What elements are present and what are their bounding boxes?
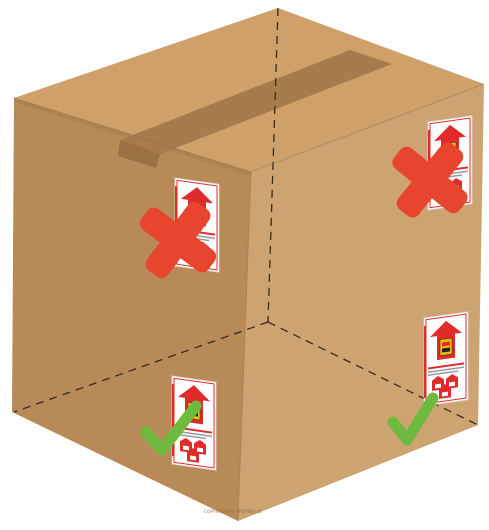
cross-icon — [139, 201, 217, 279]
copyright-caption: COPYRIGHT © SPOTSEE.IO — [204, 509, 262, 514]
check-icon — [140, 400, 202, 456]
packing-tape-fold — [118, 140, 160, 168]
cross-icon — [392, 142, 468, 218]
packing-tape — [120, 50, 392, 154]
box-hidden-edges — [13, 7, 479, 426]
tip-label-right-bottom — [423, 311, 469, 407]
check-icon — [387, 392, 439, 446]
